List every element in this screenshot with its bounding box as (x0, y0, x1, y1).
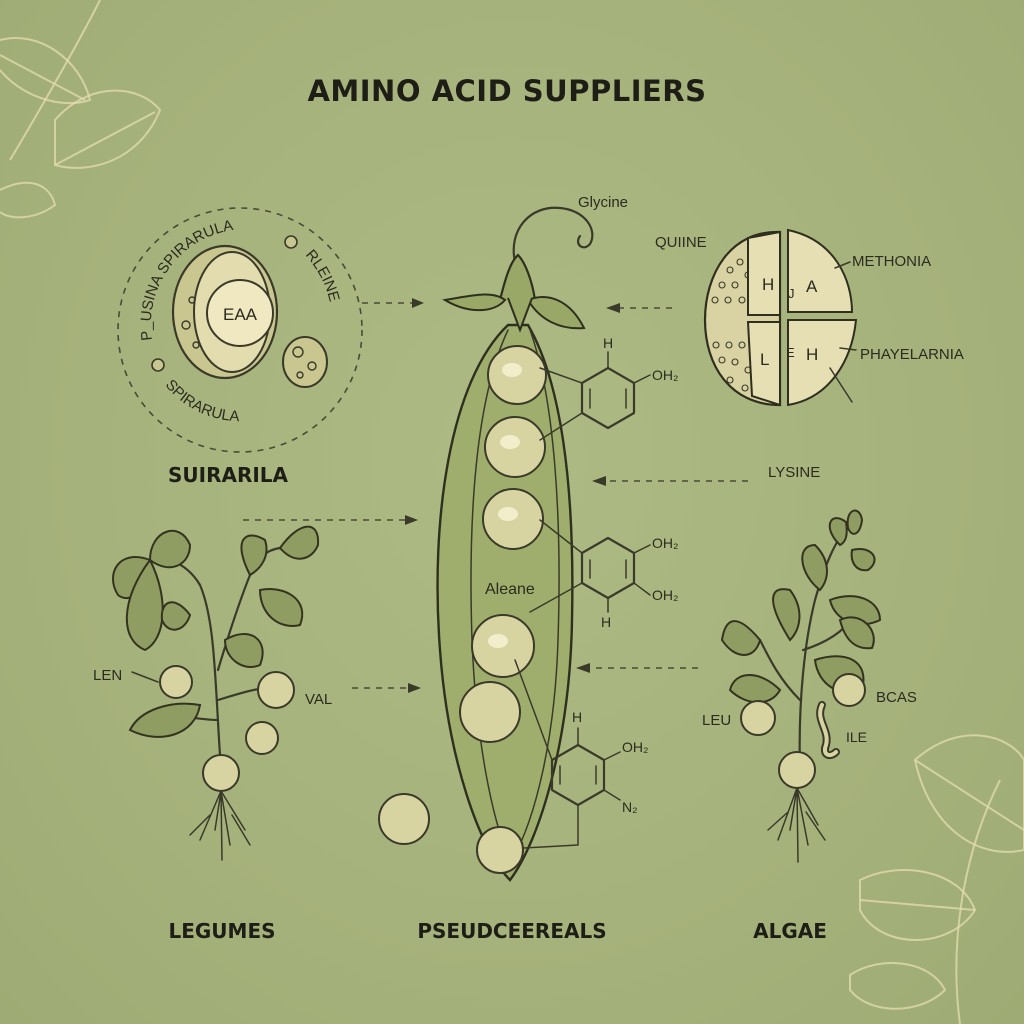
chem-structure-3: H OH₂ N₂ (514, 659, 648, 849)
quinoa-segment-4 (787, 319, 858, 407)
legume-seed-3 (245, 721, 279, 755)
algae-plant (720, 509, 882, 863)
svg-text:OH₂: OH₂ (622, 739, 648, 755)
algae-seed-2 (740, 700, 776, 736)
svg-text:H: H (601, 614, 611, 630)
svg-text:H: H (572, 709, 582, 725)
legume-seed-1 (159, 665, 193, 699)
diagram-title: AMINO ACID SUPPLIERS (307, 74, 706, 108)
background-leaves-bottom-right (849, 734, 1024, 1024)
svg-text:A: A (806, 277, 818, 296)
chem-structure-2: OH₂ OH₂ H (529, 519, 678, 630)
quinoa-segment-2 (787, 228, 854, 313)
svg-text:OH₂: OH₂ (652, 587, 678, 603)
pea-5 (459, 681, 521, 743)
svg-text:J: J (788, 286, 795, 301)
background-leaves-top-left (0, 0, 162, 219)
glycine-label: Glycine (578, 194, 628, 211)
legume-plant (112, 525, 320, 861)
pseudocereals-caption: PSEUDCEEREALS (417, 919, 606, 943)
algae-caption: ALGAE (753, 919, 827, 943)
svg-text:OH₂: OH₂ (652, 535, 678, 551)
lysine-label: LYSINE (768, 464, 820, 481)
legumes-caption: LEGUMES (168, 919, 275, 943)
chem-structure-1: H OH₂ (539, 335, 678, 441)
algae-seed-3 (778, 751, 816, 789)
eaa-label: EAA (223, 305, 258, 324)
svg-text:OH₂: OH₂ (652, 367, 678, 383)
quinoa-seed: H A L H J E (703, 228, 858, 407)
eaa-nucleus (206, 279, 274, 347)
algae-label-left: LEU (702, 712, 731, 729)
quinoa-label-right-top: METHONIA (852, 253, 931, 270)
spirulina-group: P_USINA SPIRARULA RLEINE SPIRARULA EAA (117, 207, 363, 453)
svg-text:H: H (806, 345, 818, 364)
algae-seed-1 (832, 673, 866, 707)
loose-pea-2 (476, 826, 524, 874)
legume-label-left: LEN (93, 667, 122, 684)
legume-seed-4 (202, 754, 240, 792)
algae-label-right: BCAS (876, 689, 917, 706)
spirulina-dashed-ring (117, 207, 363, 453)
svg-text:H: H (762, 275, 774, 294)
spirulina-small-cell (282, 336, 328, 388)
quinoa-segment-1 (747, 230, 781, 316)
svg-text:N₂: N₂ (622, 799, 638, 815)
algae-label-small: ILE (846, 729, 867, 745)
spirulina-caption: SUIRARILA (168, 463, 289, 487)
quinoa-label-right-bottom: PHAYELARNIA (860, 346, 964, 363)
svg-text:L: L (760, 350, 769, 369)
legume-seed-2 (257, 671, 295, 709)
svg-text:E: E (786, 345, 795, 360)
aleane-label: Aleane (485, 581, 535, 598)
spirulina-arc-text-bottom: SPIRARULA (162, 376, 240, 425)
quinoa-label-left: QUIINE (655, 234, 707, 251)
quinoa-segment-3 (746, 321, 781, 407)
pea-pod (378, 206, 594, 882)
connector-arrows (243, 298, 748, 693)
svg-text:H: H (603, 335, 613, 351)
legume-label-right: VAL (305, 691, 332, 708)
pod-outer (436, 323, 574, 882)
loose-pea-1 (378, 793, 430, 845)
